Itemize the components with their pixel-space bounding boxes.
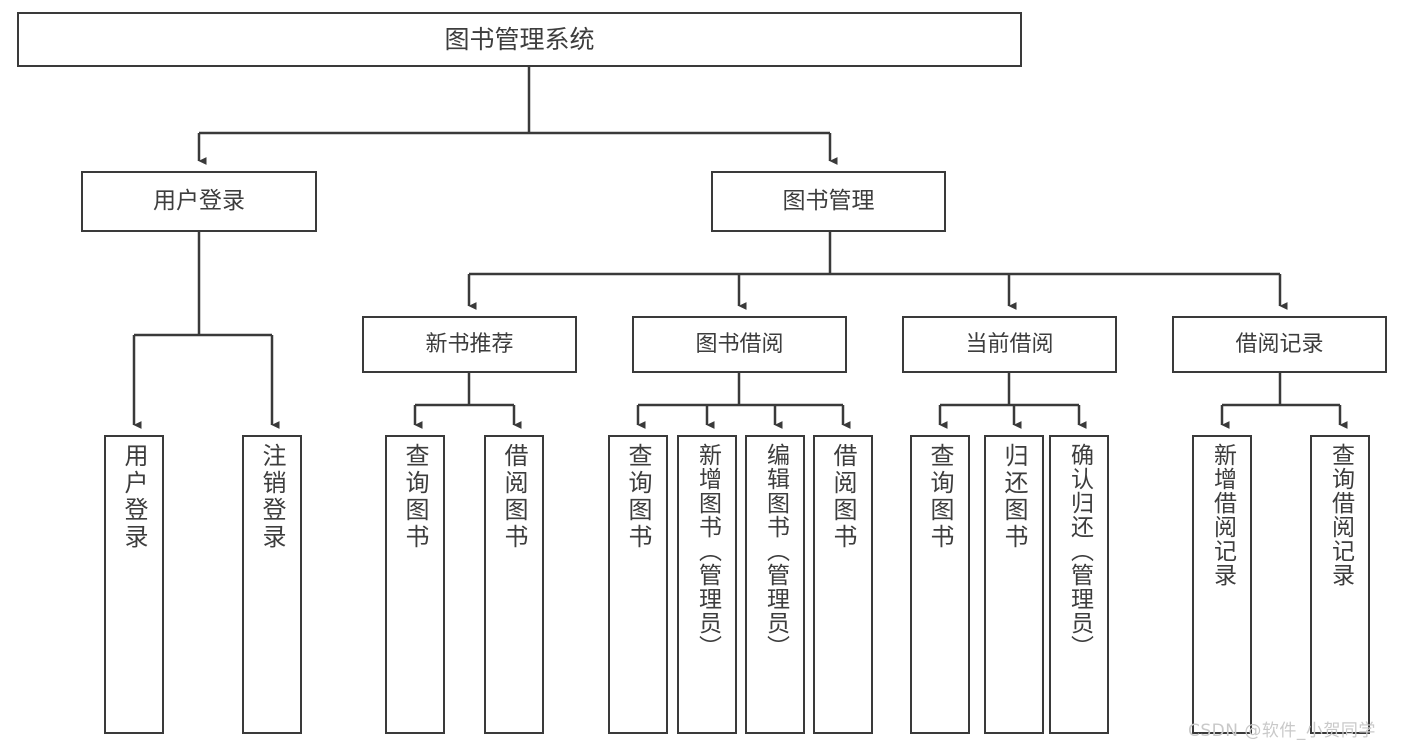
leaf-return-book[interactable]: 归还图书 xyxy=(984,435,1044,734)
leaf-query-book-current[interactable]: 查询图书 xyxy=(910,435,970,734)
leaf-add-borrow-record[interactable]: 新增借阅记录 xyxy=(1192,435,1252,734)
leaf-add-borrow-record-label: 新增借阅记录 xyxy=(1209,443,1236,587)
csdn-watermark: CSDN @软件_小贺同学 xyxy=(1188,721,1376,741)
node-root-label: 图书管理系统 xyxy=(444,25,595,54)
leaf-query-book-current-label: 查询图书 xyxy=(926,443,954,551)
leaf-user-logout-label: 注销登录 xyxy=(258,443,286,551)
leaf-user-login-label: 用户登录 xyxy=(120,443,148,551)
leaf-add-book-admin-label: 新增图书（管理员） xyxy=(694,443,721,659)
node-current-borrow-label: 当前借阅 xyxy=(965,331,1054,357)
leaf-borrow-book[interactable]: 借阅图书 xyxy=(813,435,873,734)
leaf-edit-book-admin[interactable]: 编辑图书（管理员） xyxy=(745,435,805,734)
node-book-manage-label: 图书管理 xyxy=(782,188,875,215)
leaf-query-book-rec[interactable]: 查询图书 xyxy=(385,435,445,734)
node-new-book-recommend[interactable]: 新书推荐 xyxy=(362,316,577,373)
node-book-borrow-label: 图书借阅 xyxy=(695,331,784,357)
leaf-borrow-book-label: 借阅图书 xyxy=(829,443,857,551)
leaf-borrow-book-rec-label: 借阅图书 xyxy=(500,443,528,551)
node-user-login[interactable]: 用户登录 xyxy=(81,171,317,232)
leaf-query-book-borrow[interactable]: 查询图书 xyxy=(608,435,668,734)
node-current-borrow[interactable]: 当前借阅 xyxy=(902,316,1117,373)
node-book-manage[interactable]: 图书管理 xyxy=(711,171,946,232)
leaf-query-borrow-record[interactable]: 查询借阅记录 xyxy=(1310,435,1370,734)
leaf-query-borrow-record-label: 查询借阅记录 xyxy=(1327,443,1354,587)
leaf-confirm-return-admin-label: 确认归还（管理员） xyxy=(1066,443,1093,659)
leaf-return-book-label: 归还图书 xyxy=(1000,443,1028,551)
node-book-borrow[interactable]: 图书借阅 xyxy=(632,316,847,373)
node-new-book-recommend-label: 新书推荐 xyxy=(425,331,514,357)
node-root[interactable]: 图书管理系统 xyxy=(17,12,1022,67)
node-borrow-record[interactable]: 借阅记录 xyxy=(1172,316,1387,373)
leaf-user-login[interactable]: 用户登录 xyxy=(104,435,164,734)
node-user-login-label: 用户登录 xyxy=(153,188,245,215)
node-borrow-record-label: 借阅记录 xyxy=(1235,331,1324,357)
leaf-user-logout[interactable]: 注销登录 xyxy=(242,435,302,734)
leaf-add-book-admin[interactable]: 新增图书（管理员） xyxy=(677,435,737,734)
leaf-query-book-rec-label: 查询图书 xyxy=(401,443,429,551)
leaf-query-book-borrow-label: 查询图书 xyxy=(624,443,652,551)
leaf-borrow-book-rec[interactable]: 借阅图书 xyxy=(484,435,544,734)
leaf-edit-book-admin-label: 编辑图书（管理员） xyxy=(762,443,789,659)
leaf-confirm-return-admin[interactable]: 确认归还（管理员） xyxy=(1049,435,1109,734)
